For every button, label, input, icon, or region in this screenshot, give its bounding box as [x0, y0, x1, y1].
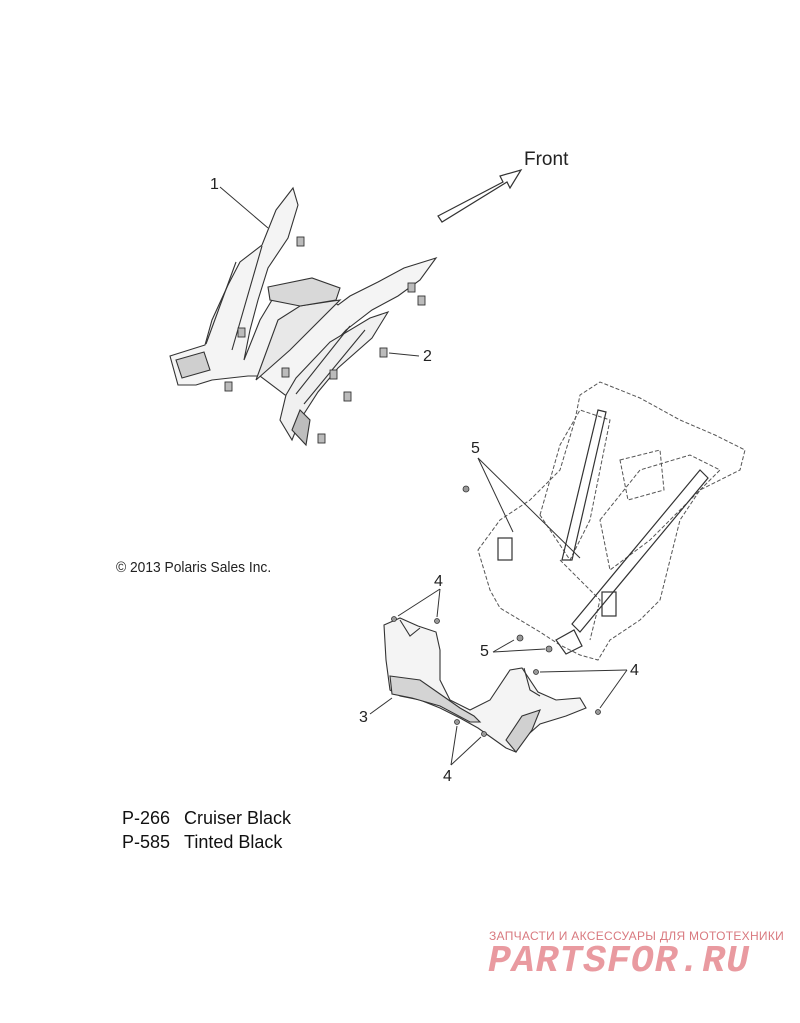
- watermark-tagline: ЗАПЧАСТИ И АКСЕССУАРЫ ДЛЯ МОТОТЕХНИКИ: [489, 929, 785, 943]
- leader-lines-4: [397, 588, 628, 766]
- nuts-5: [462, 485, 553, 653]
- callout-4a: 4: [434, 573, 443, 590]
- callout-4b: 4: [630, 662, 639, 679]
- callout-1: 1: [210, 176, 219, 193]
- leader-lines-upper: [219, 186, 420, 357]
- frame-structure: [477, 381, 746, 661]
- legend-code: P-266: [122, 808, 171, 828]
- callout-3: 3: [359, 709, 368, 726]
- callout-5a: 5: [471, 440, 480, 457]
- leader-line-3: [369, 697, 393, 715]
- color-legend: P-266 Cruiser Black P-585 Tinted Black: [122, 806, 291, 854]
- callout-4c: 4: [443, 768, 452, 785]
- legend-code: P-585: [122, 832, 171, 852]
- legend-color-name: Tinted Black: [184, 832, 283, 852]
- upper-fairing-panel: [169, 186, 438, 447]
- legend-color-name: Cruiser Black: [184, 808, 292, 828]
- clip-fasteners-2: [224, 236, 426, 444]
- callout-5b: 5: [480, 643, 489, 660]
- legend-row: P-266 Cruiser Black: [122, 806, 291, 830]
- frame-rails: [497, 409, 709, 655]
- lower-front-cover: [383, 617, 587, 753]
- copyright-text: © 2013 Polaris Sales Inc.: [116, 559, 272, 576]
- front-arrow: [437, 169, 523, 223]
- front-label: Front: [524, 149, 569, 170]
- screws-4: [391, 616, 601, 737]
- leader-lines-5: [477, 457, 581, 653]
- callout-2: 2: [423, 348, 432, 365]
- legend-row: P-585 Tinted Black: [122, 830, 291, 854]
- watermark-logo: PARTSFOR.RU: [488, 940, 750, 983]
